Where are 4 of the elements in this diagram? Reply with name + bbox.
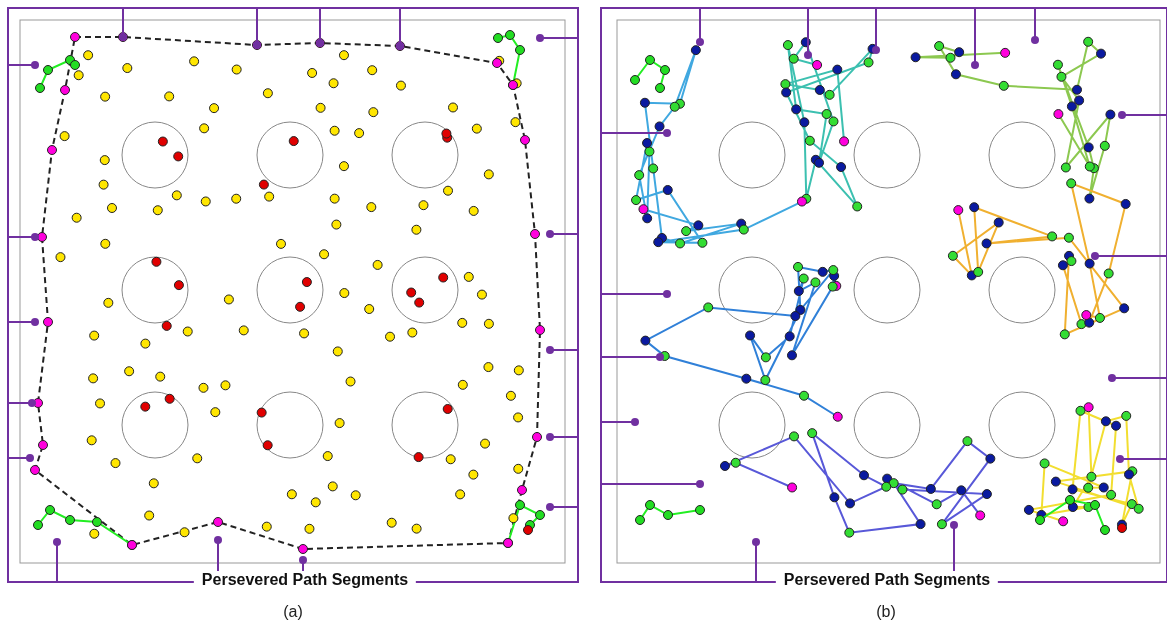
segment-caption: Persevered Path Segments [193, 571, 417, 589]
panel-label: (b) [876, 603, 896, 621]
panel-label: (a) [283, 603, 303, 621]
segment-caption: Persevered Path Segments [775, 571, 999, 589]
